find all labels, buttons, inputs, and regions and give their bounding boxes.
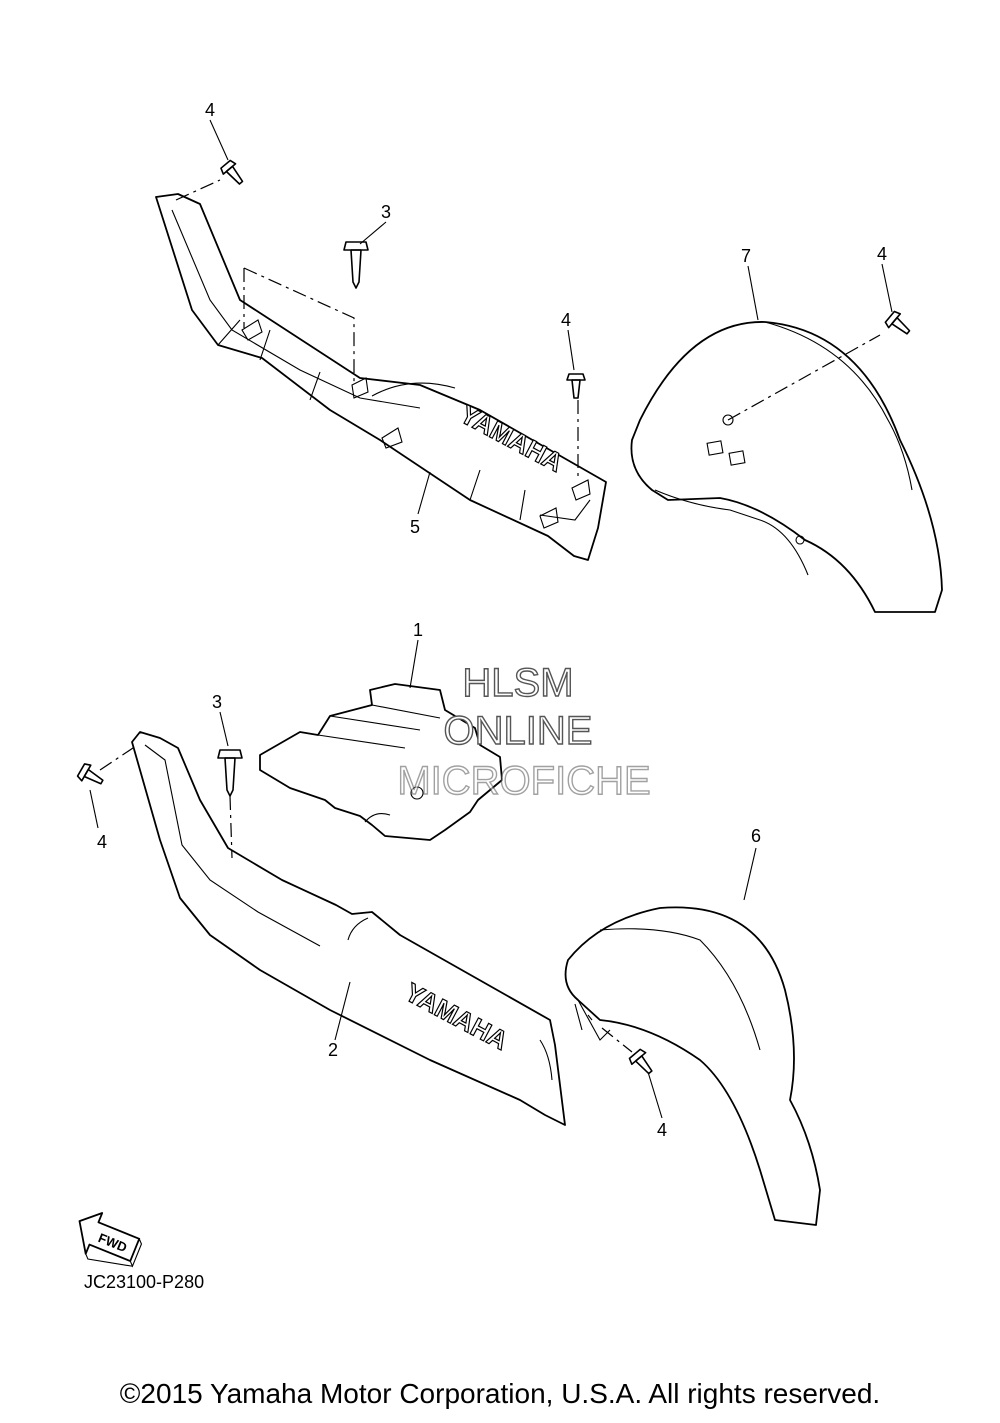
watermark-line-1: HLSM: [462, 661, 573, 705]
callout-4: 4: [205, 100, 215, 120]
side-cover-upper: YAMAHA: [155, 193, 607, 561]
plate: [259, 683, 503, 841]
callout-7: 7: [741, 246, 751, 266]
forward-arrow-icon: FWD: [78, 1212, 143, 1268]
callout-2: 2: [328, 1040, 338, 1060]
tab: [241, 319, 591, 529]
callout-6: 6: [751, 826, 761, 846]
callout-5: 5: [410, 517, 420, 537]
bolt: [217, 749, 243, 797]
callout-4: 4: [657, 1120, 667, 1140]
leader-lines: [89, 119, 893, 1119]
watermark: HLSM ONLINE MICROFICHE: [397, 660, 652, 803]
callout-4: 4: [561, 310, 571, 330]
callout-3: 3: [212, 692, 222, 712]
clip: [884, 310, 911, 335]
callout-4: 4: [877, 244, 887, 264]
fender-upper: [630, 321, 943, 613]
bolt: [343, 241, 369, 289]
clip: [566, 373, 586, 399]
watermark-line-3: MICROFICHE: [397, 759, 650, 803]
diagram-code: JC23100-P280: [84, 1272, 204, 1292]
callout-4: 4: [97, 832, 107, 852]
clip: [76, 763, 104, 785]
clip: [628, 1048, 653, 1075]
callout-3: 3: [381, 202, 391, 222]
clip: [220, 159, 244, 185]
side-cover-lower: YAMAHA: [131, 731, 566, 1126]
callout-1: 1: [413, 620, 423, 640]
watermark-line-2: ONLINE: [444, 709, 593, 753]
fender-lower: [564, 906, 821, 1226]
copyright-notice: ©2015 Yamaha Motor Corporation, U.S.A. A…: [119, 1378, 881, 1409]
